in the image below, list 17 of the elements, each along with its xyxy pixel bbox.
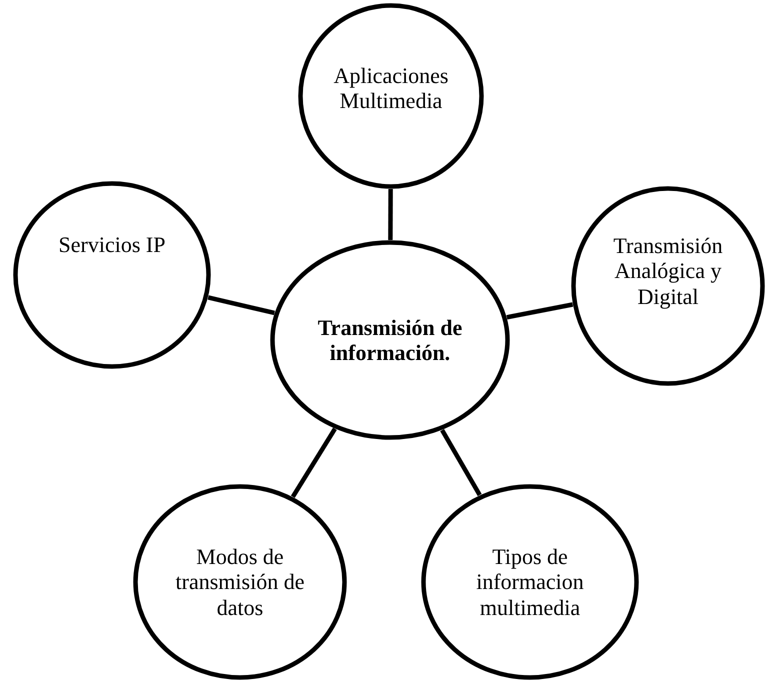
connector-line (440, 428, 482, 496)
ellipse-node (298, 3, 484, 189)
connector-line (290, 428, 337, 498)
node-label: Modos de transmisión de datos (174, 544, 306, 620)
ellipse-node (13, 181, 211, 369)
ellipse-node (421, 484, 639, 680)
ellipse-node (571, 186, 765, 386)
ellipse-node (270, 240, 510, 440)
node-label: Aplicaciones Multimedia (332, 62, 450, 114)
node-label: Servicios IP (58, 232, 166, 258)
node-label: Transmisión Analógica y Digital (612, 233, 724, 309)
connector-line (506, 302, 574, 320)
connector-line (208, 295, 275, 316)
ellipse-node (133, 484, 347, 680)
node-label: Transmisión de información. (316, 314, 464, 366)
node-label: Tipos de informacion multimedia (475, 544, 585, 620)
connector-line (388, 189, 393, 240)
